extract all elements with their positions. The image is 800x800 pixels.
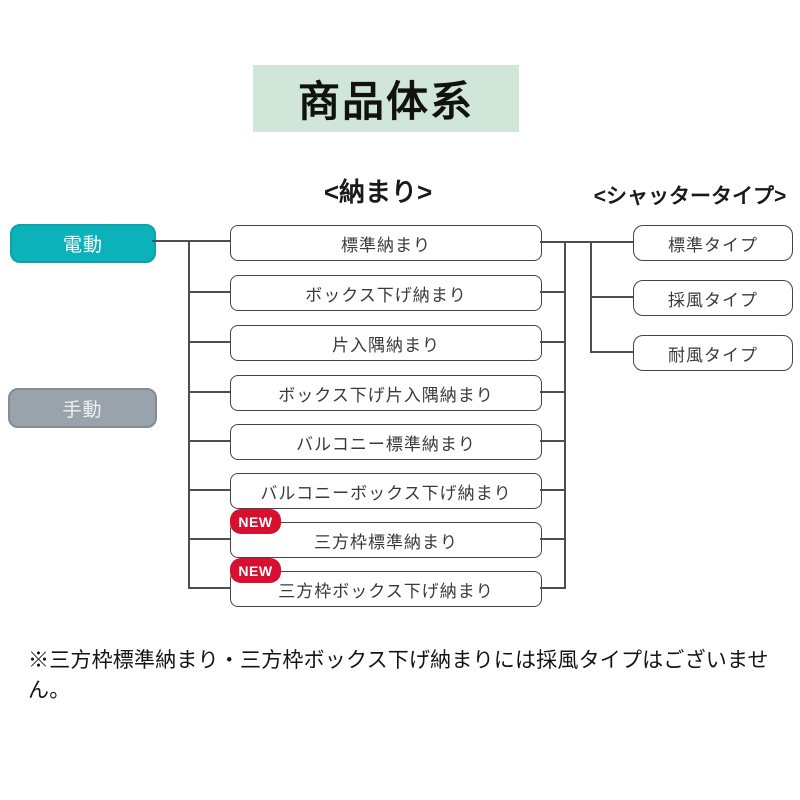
node-osamari-sanpo-box-lowered: 三方枠ボックス下げ納まり (230, 571, 542, 607)
connector-trunk-left (188, 241, 190, 589)
connector-line (188, 341, 230, 343)
connector-trunk-right (564, 241, 566, 589)
connector-line (540, 489, 566, 491)
node-osamari-balcony-standard: バルコニー標準納まり (230, 424, 542, 460)
node-osamari-box-lowered-corner: ボックス下げ片入隅納まり (230, 375, 542, 411)
node-shutter-wind-resistant: 耐風タイプ (633, 335, 793, 371)
connector-line (590, 351, 633, 353)
node-electric: 電動 (10, 224, 156, 263)
page-title: 商品体系 (253, 65, 519, 132)
node-shutter-ventilation: 採風タイプ (633, 280, 793, 316)
connector-line (540, 291, 566, 293)
connector-line (188, 538, 230, 540)
node-osamari-sanpo-standard: 三方枠標準納まり (230, 522, 542, 558)
connector-line (540, 241, 633, 243)
node-osamari-box-lowered: ボックス下げ納まり (230, 275, 542, 311)
connector-line (540, 440, 566, 442)
connector-line (540, 341, 566, 343)
node-osamari-standard: 標準納まり (230, 225, 542, 261)
connector-line (188, 291, 230, 293)
connector-line (590, 296, 633, 298)
node-manual: 手動 (8, 388, 157, 428)
node-osamari-corner: 片入隅納まり (230, 325, 542, 361)
shutter-column-header: <シャッタータイプ> (593, 185, 787, 208)
connector-line (188, 489, 230, 491)
node-osamari-balcony-box-lowered: バルコニーボックス下げ納まり (230, 473, 542, 509)
node-shutter-standard: 標準タイプ (633, 225, 793, 261)
connector-line (540, 538, 566, 540)
connector-line (540, 391, 566, 393)
footnote: ※三方枠標準納まり・三方枠ボックス下げ納まりには採風タイプはございません。 (28, 649, 769, 702)
connector-line (188, 391, 230, 393)
osamari-column-header: <納まり> (323, 177, 433, 207)
connector-line (152, 240, 230, 242)
connector-line (540, 587, 566, 589)
new-badge: NEW (230, 558, 281, 583)
connector-line (188, 440, 230, 442)
new-badge: NEW (230, 509, 281, 534)
connector-line (188, 587, 230, 589)
